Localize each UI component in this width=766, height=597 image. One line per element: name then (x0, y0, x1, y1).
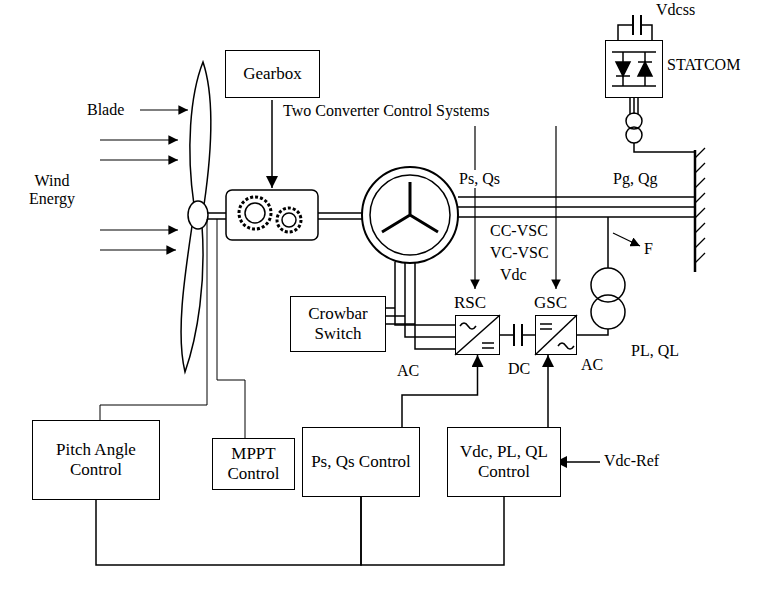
node-text: STATCOM (667, 55, 740, 74)
diagram-label: Vdcss (655, 1, 696, 19)
diagram-label: CC-VSC (489, 222, 549, 240)
diagram-label: VC-VSC (489, 244, 550, 262)
diagram-label: F (643, 240, 654, 258)
crowbar-box: Crowbar Switch (290, 296, 386, 352)
node-text: Ps, Qs Control (307, 452, 415, 472)
hub (188, 201, 208, 229)
node-text: MPPT Control (213, 444, 294, 485)
converter-box: RSC (455, 315, 500, 355)
connector (96, 497, 361, 565)
gear-housing (226, 190, 318, 240)
diagram-label: Vdc-Ref (603, 452, 660, 470)
node-text: Pitch Angle Control (33, 440, 159, 481)
diagram-label: AC (396, 362, 420, 380)
gearbox-box: Gearbox (225, 50, 320, 98)
diagram-label: PL, QL (630, 342, 680, 360)
converter-box: GSC (535, 315, 577, 355)
control-box: Pitch Angle Control (32, 420, 160, 500)
control-box: Ps, Qs Control (302, 427, 420, 497)
blade (190, 62, 211, 205)
statcom-box: STATCOM (605, 40, 663, 98)
node-text: Gearbox (239, 64, 306, 84)
control-box: MPPT Control (212, 438, 295, 490)
diagram-label: Vdc (499, 266, 528, 284)
diagram-label: Blade (86, 101, 125, 119)
diagram-label: Wind Energy (14, 172, 90, 209)
node-text: GSC (534, 293, 567, 313)
connector (361, 497, 504, 565)
control-box: Vdc, PL, QL Control (447, 427, 561, 497)
node-text: Vdc, PL, QL Control (448, 442, 560, 483)
diagram-label: Two Converter Control Systems (282, 102, 490, 120)
generator (362, 167, 458, 263)
connector (547, 355, 549, 427)
node-text: RSC (454, 293, 486, 313)
diagram-label: DC (507, 360, 531, 378)
diagram-label: Pg, Qg (612, 170, 658, 188)
diagram-label: Ps, Qs (458, 170, 501, 188)
node-text: Crowbar Switch (291, 304, 385, 345)
diagram-label: AC (580, 356, 604, 374)
blade (181, 226, 203, 372)
